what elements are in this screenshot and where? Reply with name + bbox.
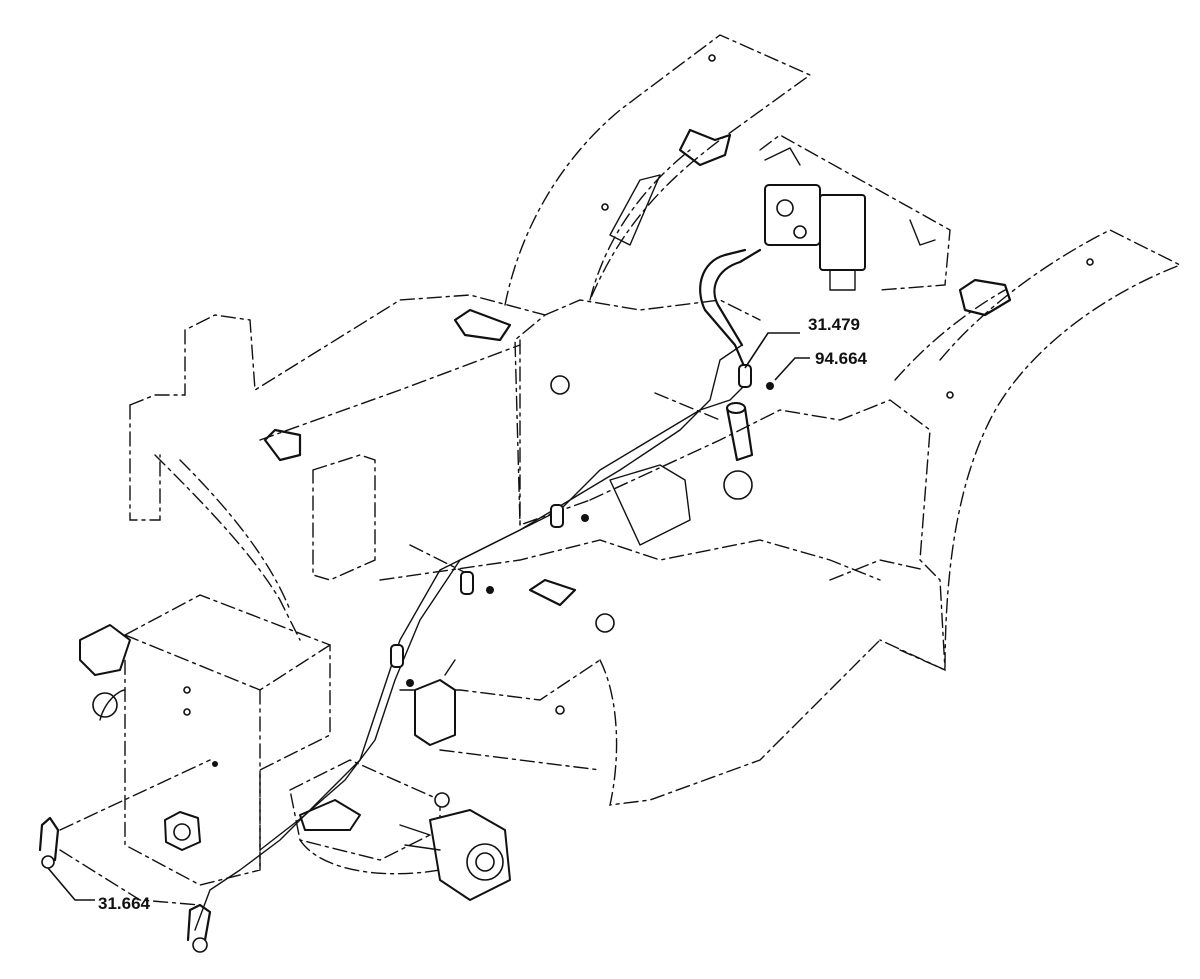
filler-tube xyxy=(725,402,754,462)
rear-fender-upper xyxy=(504,34,812,306)
callout-upper-clip: 31.479 xyxy=(808,315,860,334)
junction-box xyxy=(414,659,456,746)
leader-31-664 xyxy=(47,867,95,901)
callout-leaders xyxy=(47,332,810,901)
leader-94-664 xyxy=(774,357,810,381)
leader-31-479 xyxy=(744,332,800,369)
callout-hose-end: 31.664 xyxy=(98,894,151,913)
nut-lower xyxy=(486,586,494,594)
nut-middle xyxy=(581,514,589,522)
transmission-housing xyxy=(129,294,761,641)
valve-mounting-plate xyxy=(759,134,951,291)
clip-front xyxy=(390,644,404,668)
line-clips xyxy=(390,364,774,687)
nut-front xyxy=(406,679,414,687)
clip-middle xyxy=(550,504,564,528)
lower-chassis xyxy=(379,399,946,806)
front-axle xyxy=(79,624,511,901)
clip-lower xyxy=(460,571,474,595)
front-weight-block xyxy=(124,594,331,886)
hydraulic-lines xyxy=(38,248,762,953)
nut-upper xyxy=(766,382,774,390)
callout-nut: 94.664 xyxy=(815,349,868,368)
rear-fender-right xyxy=(894,229,1182,672)
clip-upper xyxy=(738,364,752,388)
